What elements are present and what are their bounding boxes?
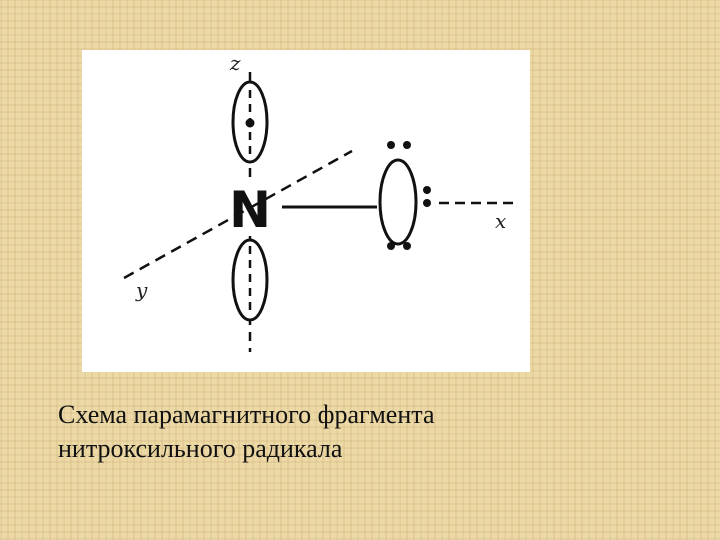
oxygen-orbital: [378, 158, 418, 246]
nitroxyl-diagram: N z x y: [123, 51, 514, 352]
caption-line-1: Схема парамагнитного фрагмента: [58, 400, 435, 429]
lone-pair-dot: [423, 186, 431, 194]
lone-pair-dot: [387, 141, 395, 149]
unpaired-electron: [245, 118, 255, 128]
lone-pair-dot: [403, 141, 411, 149]
y-axis-line: [123, 149, 353, 280]
caption-line-2: нитроксильного радикала: [58, 434, 343, 463]
diagram-panel: N z x y: [82, 50, 530, 372]
x-axis-label: x: [495, 209, 506, 233]
lone-pair-dot: [387, 242, 395, 250]
y-axis-label: y: [135, 278, 148, 302]
lone-pair-dot: [423, 199, 431, 207]
z-axis-label: z: [229, 51, 241, 75]
nitrogen-atom-label: N: [229, 181, 271, 239]
diagram-caption: Схема парамагнитного фрагмента нитроксил…: [58, 398, 678, 466]
lone-pair-dot: [403, 242, 411, 250]
